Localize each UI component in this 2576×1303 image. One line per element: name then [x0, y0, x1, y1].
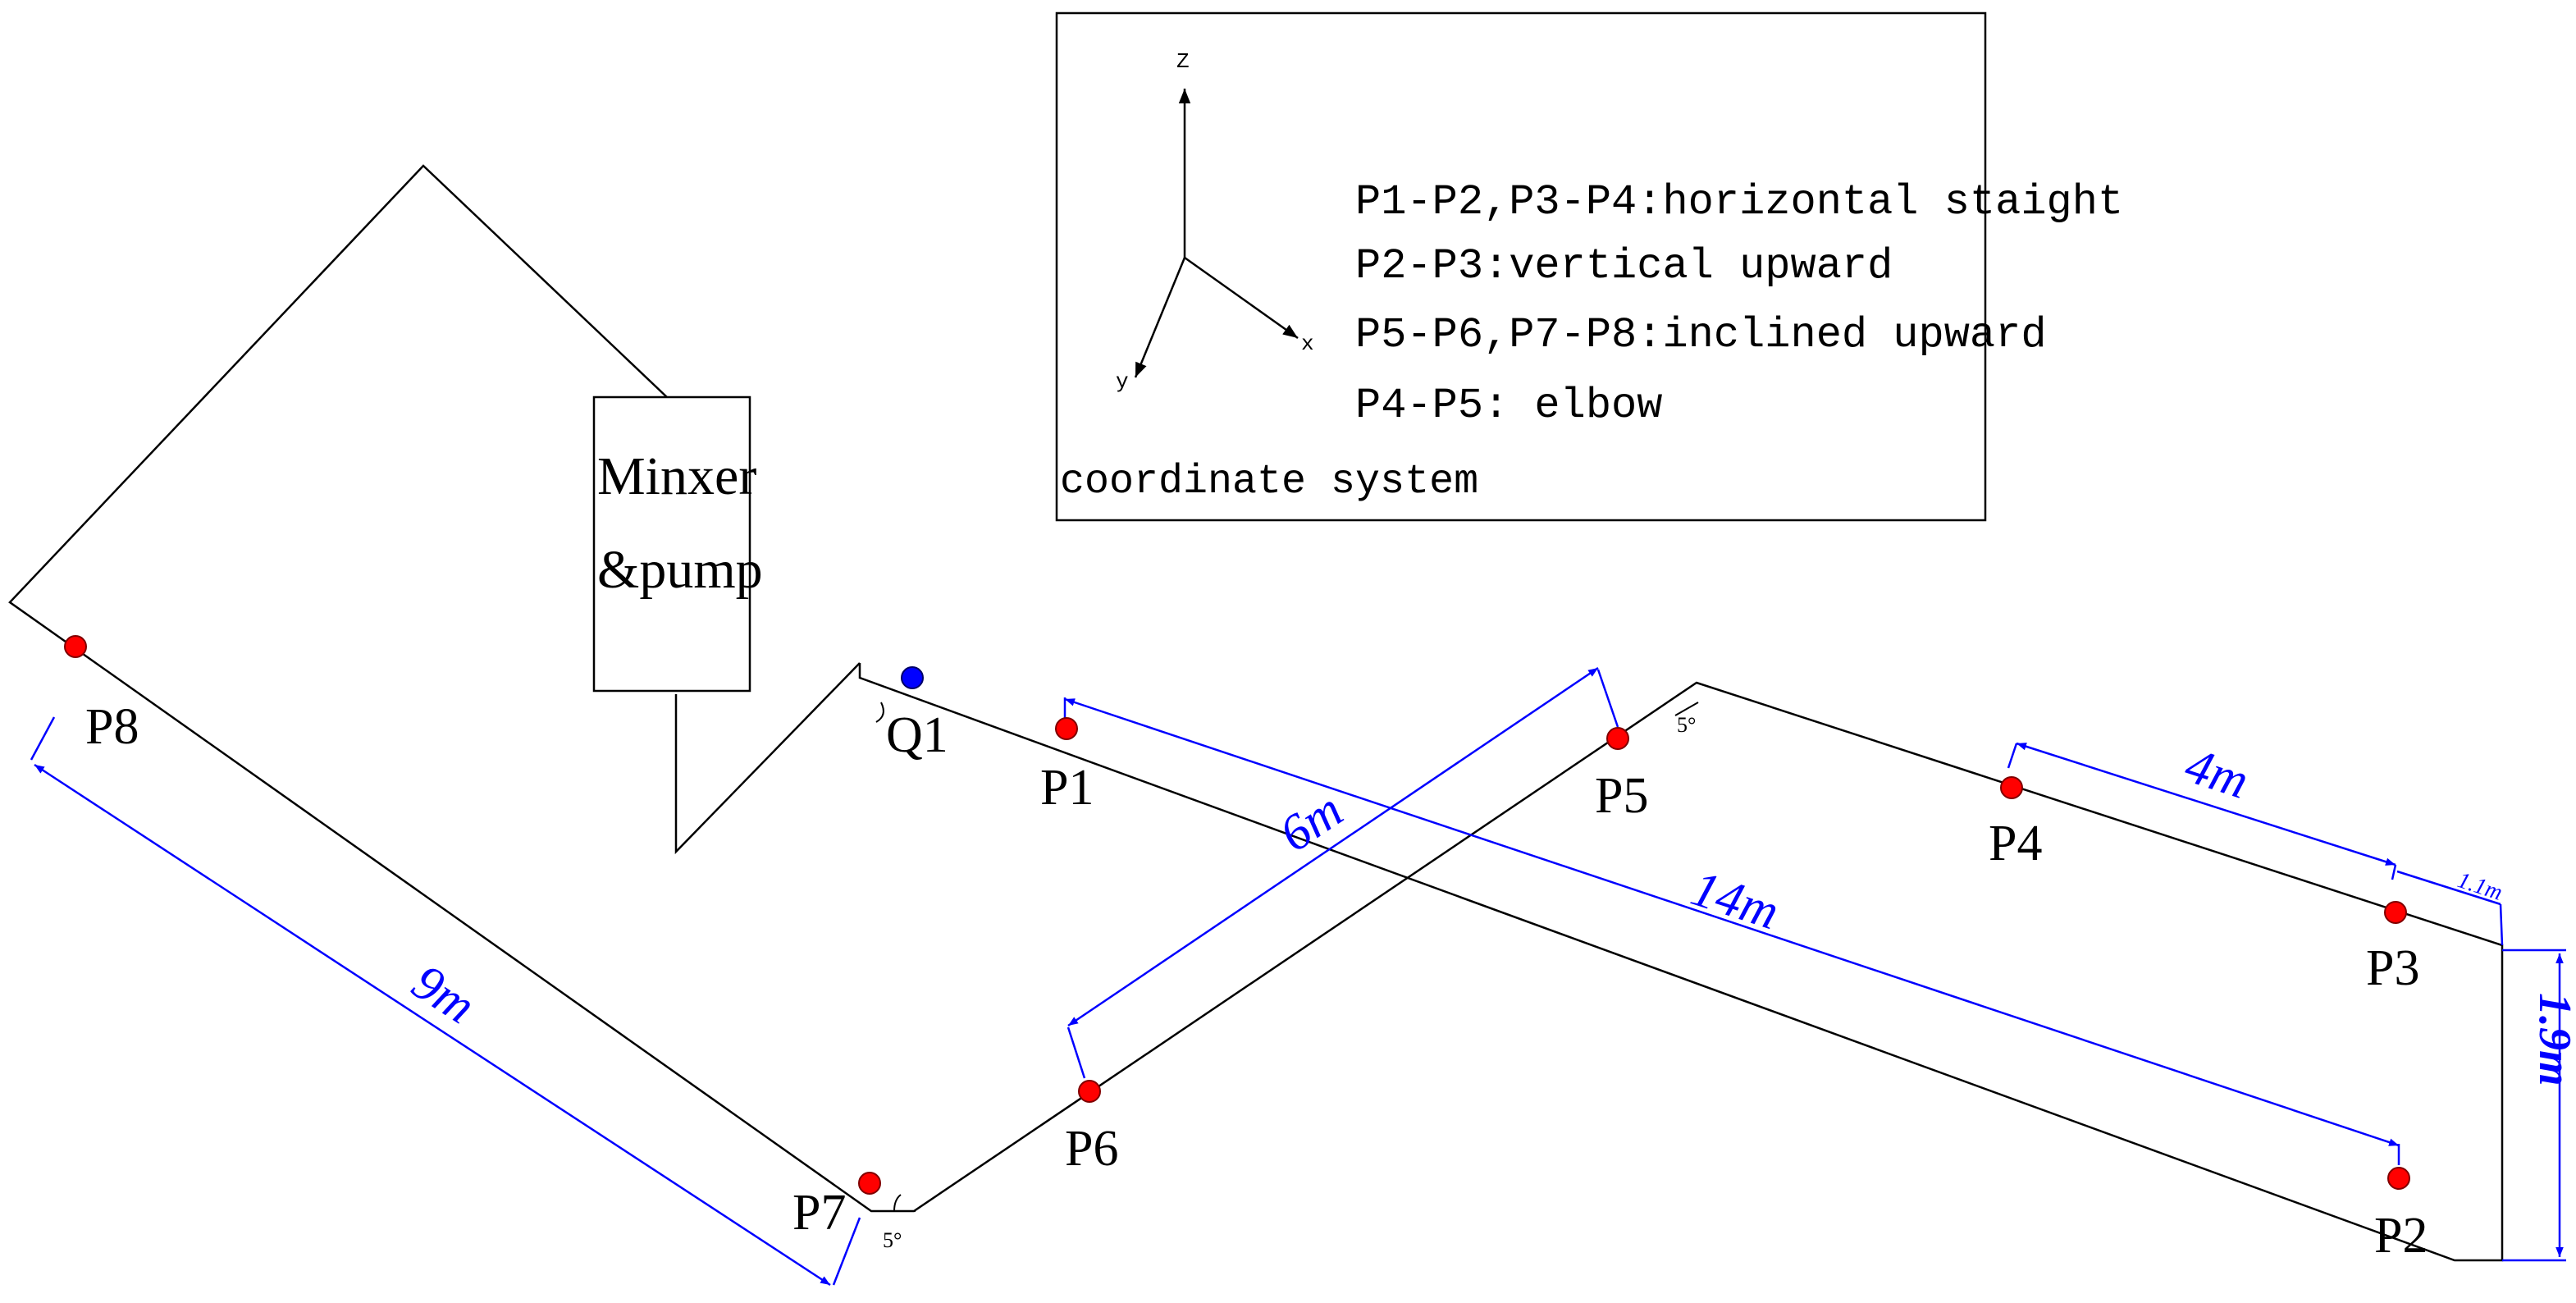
measure-point-p5: [1606, 727, 1629, 750]
dim-9m-ext-end: [832, 1217, 861, 1286]
point-label-p7: P7: [792, 1185, 846, 1241]
point-label-p2: P2: [2374, 1208, 2428, 1264]
measure-point-p2: [2387, 1167, 2410, 1190]
angle-ref-p5: [1674, 702, 1699, 716]
equipment-label-line2: &pump: [597, 540, 763, 600]
mixer-pump-box: [592, 395, 751, 693]
angle-arc-p7: [893, 1194, 902, 1212]
point-label-q1: Q1: [886, 707, 948, 763]
angle-arc-p5: [875, 702, 884, 723]
dim-9m-line: [34, 763, 831, 1287]
dimension-lines: [30, 666, 2566, 1287]
dim-1-1m-ext: [2499, 903, 2504, 946]
legend-line-4: P4-P5: elbow: [1355, 382, 1662, 430]
legend-line-1: P1-P2,P3-P4:horizontal staight: [1355, 178, 2123, 226]
measure-point-p3: [2384, 901, 2407, 924]
dim-1-1m-label: 1.1m: [2455, 867, 2505, 906]
angle-label-p5: 5°: [1677, 713, 1696, 737]
axis-z-label: Z: [1176, 49, 1190, 74]
dim-6m-ext-start: [1066, 1026, 1086, 1079]
x-axis: [1184, 256, 1299, 340]
dim-6m-line: [1067, 666, 1599, 1027]
dim-4m-line: [2016, 742, 2396, 866]
legend-line-2: P2-P3:vertical upward: [1355, 242, 1893, 290]
dim-4m-ext-end: [2391, 864, 2397, 880]
measure-point-p4: [2000, 776, 2023, 799]
point-label-p1: P1: [1040, 760, 1094, 816]
measure-point-p1: [1055, 717, 1078, 740]
measure-point-p6: [1078, 1080, 1101, 1103]
point-label-p8: P8: [85, 699, 139, 755]
dim-9m-ext-start: [30, 716, 56, 761]
point-label-p4: P4: [1989, 816, 2042, 871]
legend-frame: [1055, 11, 1987, 522]
measure-point-p8: [64, 635, 87, 658]
legend-line-3: P5-P6,P7-P8:inclined upward: [1355, 311, 2047, 359]
dim-9m-label: 9m: [402, 954, 485, 1035]
dim-1-9m-label: 1.9m: [2529, 993, 2576, 1086]
angle-markers: [871, 702, 1699, 1212]
dim-14m-label: 14m: [1685, 861, 1786, 941]
equipment-label-line1: Minxer: [597, 446, 756, 506]
axis-y-label: y: [1116, 369, 1129, 394]
coordinate-axes: [1134, 89, 1299, 378]
axis-x-label: x: [1301, 331, 1314, 356]
dim-1-1m-line: [2396, 870, 2501, 906]
measure-point-p7: [858, 1172, 881, 1195]
dim-6m-label: 6m: [1270, 782, 1353, 863]
legend-caption: coordinate system: [1060, 459, 1478, 505]
dim-4m-ext-start: [2007, 743, 2018, 769]
legend-box: Z x y P1-P2,P3-P4:horizontal staight P2-…: [1055, 11, 2123, 522]
dim-6m-ext-end: [1596, 669, 1619, 728]
y-axis: [1134, 257, 1186, 378]
angle-label-p7: 5°: [883, 1228, 902, 1252]
measurement-points: [64, 635, 2410, 1195]
point-label-p3: P3: [2366, 940, 2419, 996]
pressure-point-q1: [901, 666, 924, 689]
point-label-p6: P6: [1065, 1121, 1118, 1177]
point-label-p5: P5: [1595, 768, 1648, 824]
